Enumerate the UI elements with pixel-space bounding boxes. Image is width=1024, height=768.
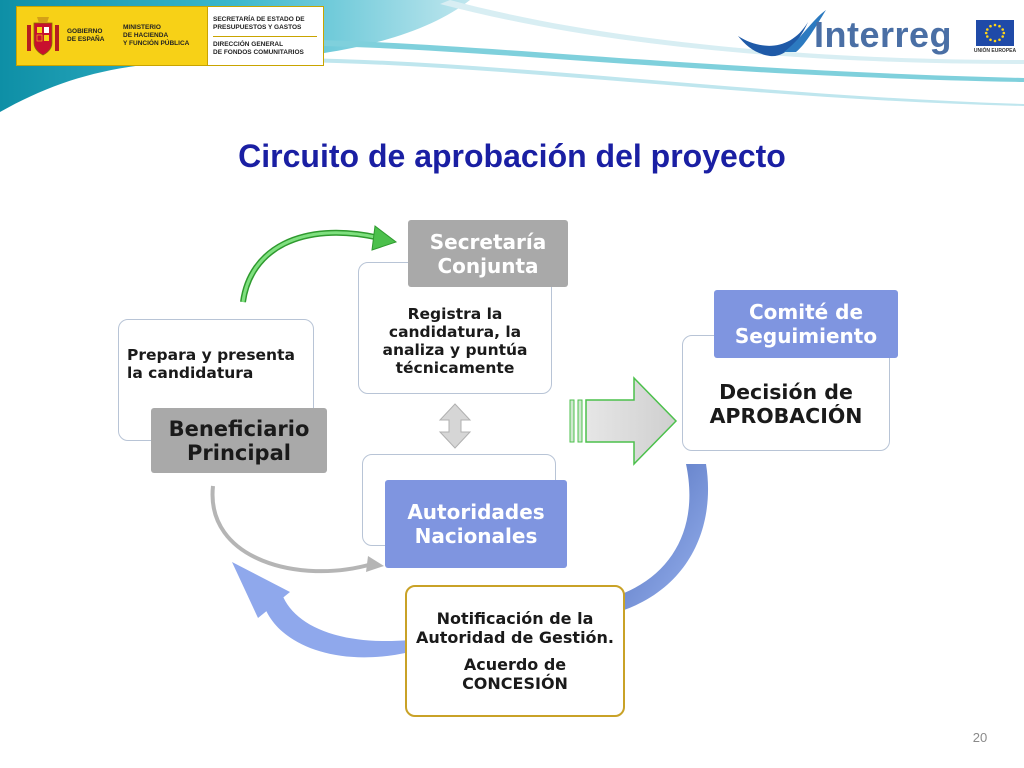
secretaria-label-box: Secretaría Conjunta [408,220,568,287]
secretaria-label: Secretaría Conjunta [429,229,547,278]
ministry-name: MINISTERIO DE HACIENDA Y FUNCIÓN PÚBLICA [123,24,190,47]
gov-right-block: SECRETARÍA DE ESTADO DE PRESUPUESTOS Y G… [207,7,323,65]
beneficiario-label-box: Beneficiario Principal [151,408,327,473]
eu-label: UNIÓN EUROPEA [973,48,1017,54]
autoridades-label: Autoridades Nacionales [407,500,545,548]
page-number: 20 [972,730,988,745]
double-arrow-icon [438,403,472,449]
grey-arrow-icon [210,485,384,574]
gov-divider [213,35,317,37]
interreg-swoosh-icon [738,10,826,57]
notificacion-box: Notificación de la Autoridad de Gestión.… [405,585,625,717]
direction-name: DIRECCIÓN GENERAL DE FONDOS COMUNITARIOS [213,40,304,56]
notificacion-text: Notificación de la Autoridad de Gestión. [415,609,615,647]
big-right-arrow-icon [569,376,678,466]
coat-of-arms-icon [27,17,59,56]
eu-stars-icon [984,23,1006,43]
secretariat-name: SECRETARÍA DE ESTADO DE PRESUPUESTOS Y G… [213,15,305,31]
comite-label: Comité de Seguimiento [734,300,878,348]
secretaria-description: Registra la candidatura, la analiza y pu… [382,305,528,377]
comite-label-box: Comité de Seguimiento [714,290,898,358]
interreg-logo: Interreg [814,14,953,55]
comite-description: Decisión de APROBACIÓN [709,380,863,428]
eu-flag-icon [976,20,1014,46]
beneficiario-label: Beneficiario Principal [168,416,310,465]
blue-return-arrow-icon [232,562,410,658]
blue-arc-icon [610,464,709,614]
acuerdo-text: Acuerdo de CONCESIÓN [462,655,568,693]
autoridades-label-box: Autoridades Nacionales [385,480,567,568]
gov-name: GOBIERNO DE ESPAÑA [67,28,105,43]
government-logo: GOBIERNO DE ESPAÑA MINISTERIO DE HACIEND… [16,6,324,66]
beneficiario-description: Prepara y presenta la candidatura [127,346,295,382]
page-title: Circuito de aprobación del proyecto [238,138,786,174]
green-arrow-icon [240,225,398,303]
gov-left-block: GOBIERNO DE ESPAÑA MINISTERIO DE HACIEND… [17,7,207,65]
